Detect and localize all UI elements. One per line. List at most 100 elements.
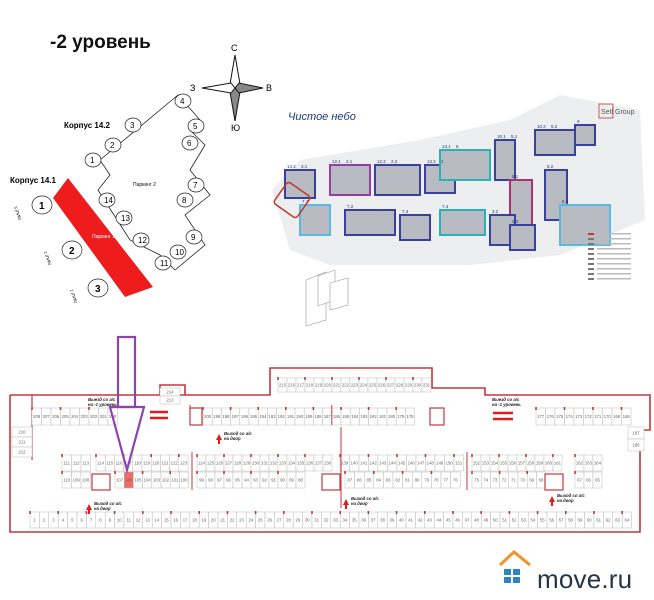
- space-number: 172: [585, 414, 593, 419]
- space-number: 108: [82, 478, 90, 483]
- section-number: 5: [193, 122, 198, 131]
- space-number: 221: [333, 383, 341, 388]
- section-number: 9: [191, 233, 196, 242]
- compass-icon: С З В Ю: [190, 43, 272, 133]
- block-label: 5.1: [511, 134, 518, 139]
- master-plan-block: [439, 209, 486, 236]
- space-number: 50: [493, 518, 498, 523]
- space-number: 149: [436, 461, 444, 466]
- space-number: 152: [473, 461, 481, 466]
- stair-core: [429, 407, 445, 426]
- master-plan-block: [374, 164, 421, 196]
- space-number: 198: [222, 414, 230, 419]
- parking-space[interactable]: [552, 454, 563, 472]
- parking-space[interactable]: [627, 438, 645, 452]
- space-number: 201: [100, 414, 108, 419]
- section-marker: [181, 135, 199, 151]
- parking-space[interactable]: [179, 471, 189, 489]
- section-number: 14: [104, 196, 113, 205]
- parking-space[interactable]: [80, 471, 91, 489]
- space-number: 8: [99, 518, 102, 523]
- parking-space[interactable]: [11, 446, 33, 458]
- space-number: 6: [81, 518, 84, 523]
- space-number: 143: [379, 461, 387, 466]
- parking-space[interactable]: [421, 377, 432, 393]
- parking-space[interactable]: [592, 471, 603, 489]
- side-section-number: 1: [39, 201, 45, 212]
- parking-space[interactable]: [621, 511, 632, 529]
- developer-logo: Setl Group: [601, 109, 635, 116]
- section-marker: [187, 177, 205, 193]
- parking-space[interactable]: [592, 454, 603, 472]
- space-number: 84: [376, 478, 381, 483]
- space-number: 56: [549, 518, 554, 523]
- space-number: 62: [606, 518, 611, 523]
- space-number: 173: [575, 414, 583, 419]
- section-number: 11: [160, 259, 169, 268]
- space-number: 179: [397, 414, 405, 419]
- block-label: 12.1: [332, 159, 341, 164]
- exit-arrow-icon: [216, 434, 222, 440]
- parking-space[interactable]: [453, 454, 464, 472]
- section-number: 3: [130, 121, 135, 130]
- space-number: 46: [455, 518, 460, 523]
- space-number: 133: [279, 461, 287, 466]
- space-number: 51: [502, 518, 507, 523]
- space-number: 188: [314, 414, 322, 419]
- space-number: 76: [453, 478, 458, 483]
- space-number: 122: [171, 461, 179, 466]
- space-number: 138: [324, 461, 332, 466]
- ramp-arrows-icon: [150, 410, 513, 421]
- parking-space[interactable]: [159, 395, 181, 405]
- space-number: 124: [198, 461, 206, 466]
- section-marker: [115, 210, 133, 226]
- space-number: 228: [396, 383, 404, 388]
- page-title: -2 уровень: [50, 32, 151, 53]
- space-number: 130: [252, 461, 260, 466]
- space-number: 183: [360, 414, 368, 419]
- space-number: 186: [632, 443, 640, 448]
- side-section-marker: [31, 195, 53, 215]
- block-label: 7.4: [442, 204, 449, 209]
- space-number: 110: [63, 478, 70, 483]
- space-number: 17: [183, 518, 188, 523]
- block-label: 10.1: [497, 134, 506, 139]
- space-number: 90: [280, 478, 285, 483]
- section-number: 6: [187, 139, 192, 148]
- parking-space[interactable]: [80, 454, 91, 472]
- space-number: 151: [455, 461, 463, 466]
- master-plan-block: [344, 209, 396, 236]
- space-number: 16: [173, 518, 178, 523]
- space-number: 27: [277, 518, 282, 523]
- space-number: 109: [73, 478, 81, 483]
- space-number: 43: [427, 518, 432, 523]
- parking-space[interactable]: [450, 471, 461, 489]
- space-number: 193: [268, 414, 276, 419]
- parking-space[interactable]: [322, 454, 333, 472]
- space-number: 211: [19, 440, 26, 445]
- space-number: 45: [446, 518, 451, 523]
- space-number: 75: [474, 478, 479, 483]
- parking-space[interactable]: [405, 407, 415, 426]
- space-number: 229: [405, 383, 413, 388]
- space-number: 225: [369, 383, 377, 388]
- space-number: 224: [360, 383, 368, 388]
- space-number: 115: [106, 461, 113, 466]
- parking-space[interactable]: [178, 454, 189, 472]
- master-plan-block: [439, 149, 491, 181]
- block-label: 7.1: [302, 199, 309, 204]
- space-number: 39: [390, 518, 395, 523]
- parking-space[interactable]: [621, 407, 632, 426]
- compass-south: Ю: [231, 123, 240, 133]
- section-marker: [98, 192, 116, 208]
- space-number: 73: [493, 478, 498, 483]
- space-number: 19: [202, 518, 207, 523]
- space-number: 163: [585, 461, 593, 466]
- parking-space[interactable]: [295, 471, 306, 489]
- parking-2-label: Паркинг 2: [133, 182, 156, 188]
- space-number: 203: [81, 414, 89, 419]
